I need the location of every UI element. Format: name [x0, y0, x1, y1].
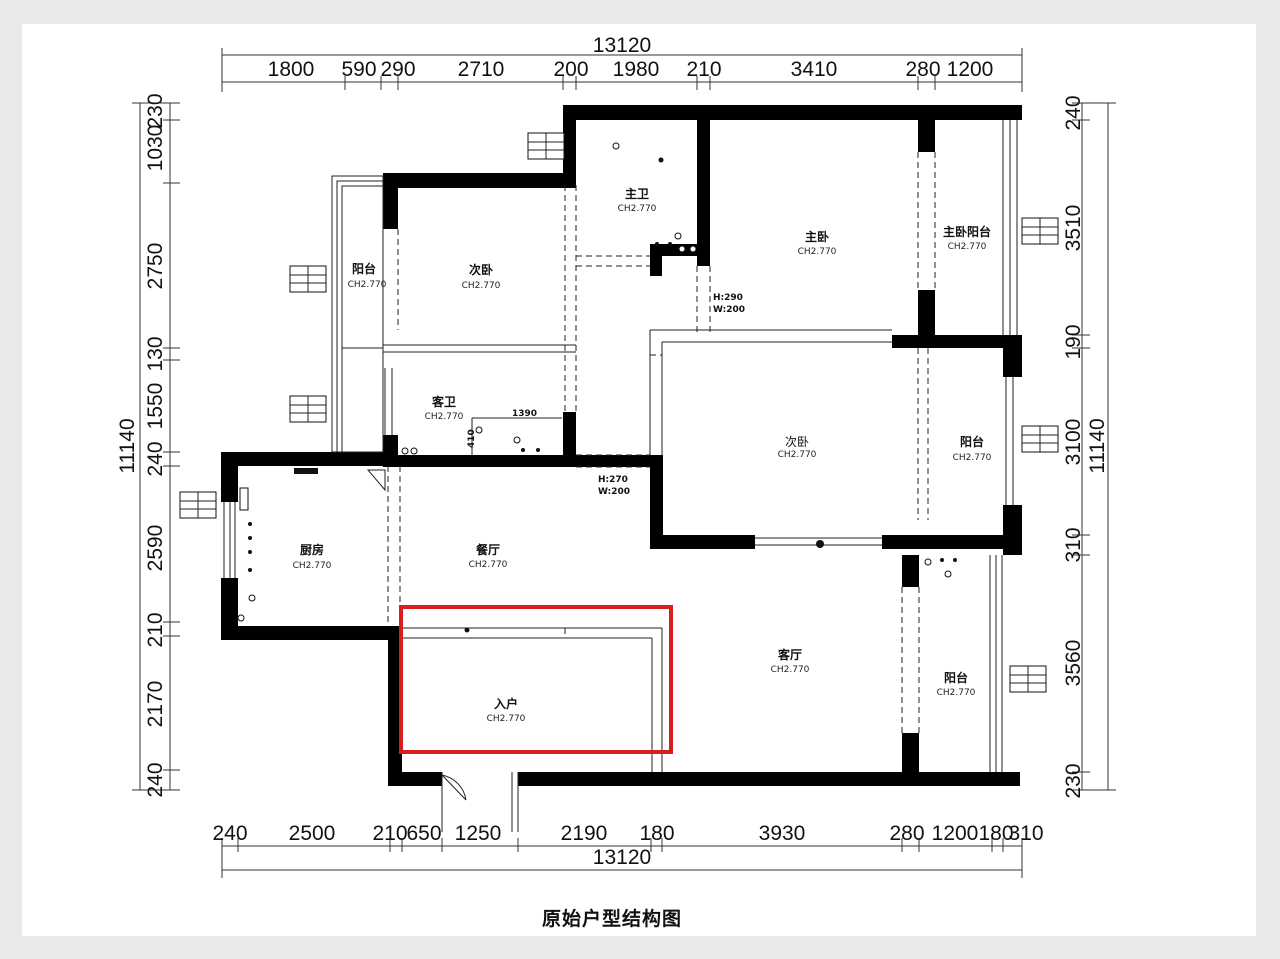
- left-dim-8: 210: [144, 612, 167, 647]
- bottom-dim-4: 650: [406, 822, 441, 845]
- room-second-bed-north-ch: CH2.770: [462, 281, 501, 291]
- bath-width-note: 410: [467, 429, 477, 448]
- top-dim-3: 290: [380, 58, 415, 81]
- room-balcony-east: 阳台: [960, 434, 984, 449]
- room-living-ch: CH2.770: [771, 665, 810, 675]
- bottom-dim-12: 310: [1008, 822, 1043, 845]
- room-entry: 入户: [494, 696, 518, 711]
- room-balcony-southeast: 阳台: [944, 670, 968, 685]
- room-guest-bath-ch: CH2.770: [425, 412, 464, 422]
- right-dim-3: 190: [1062, 324, 1085, 359]
- room-dining-ch: CH2.770: [469, 560, 508, 570]
- opening2-height: H:270: [598, 475, 628, 485]
- bottom-dim-3: 210: [372, 822, 407, 845]
- room-second-bed-center: 次卧: [785, 435, 809, 449]
- left-dim-4: 130: [144, 336, 167, 371]
- top-dim-5: 200: [553, 58, 588, 81]
- room-master-bath-ch: CH2.770: [618, 204, 657, 214]
- opening1-width: W:200: [713, 305, 745, 315]
- bottom-dim-6: 2190: [561, 822, 608, 845]
- room-balcony-west-ch: CH2.770: [348, 280, 387, 290]
- room-second-bed-center-ch: CH2.770: [778, 450, 817, 460]
- bath-length-note: 1390: [512, 409, 537, 419]
- walls: [221, 105, 1022, 786]
- left-dim-5: 1550: [144, 383, 167, 430]
- top-dim-9: 280: [905, 58, 940, 81]
- right-dim-1: 240: [1062, 95, 1085, 130]
- room-master-bed-ch: CH2.770: [798, 247, 837, 257]
- left-dim-9: 2170: [144, 681, 167, 728]
- left-dim-3: 2750: [144, 243, 167, 290]
- room-dining: 餐厅: [476, 542, 500, 557]
- room-master-balcony-ch: CH2.770: [948, 242, 987, 252]
- left-dim-1: 230: [144, 93, 167, 128]
- bottom-dimension-chain: 240 2500 210 650 1250 2190 180 3930 280 …: [212, 822, 1044, 878]
- bottom-dim-11: 180: [978, 822, 1013, 845]
- room-living: 客厅: [777, 647, 802, 662]
- left-dim-2: 1030: [144, 125, 167, 172]
- room-second-bed-north: 次卧: [469, 262, 493, 277]
- entry-highlight-box: [399, 605, 673, 754]
- drawing-title: 原始户型结构图: [542, 907, 682, 930]
- bottom-dim-1: 240: [212, 822, 247, 845]
- thin-lines: [223, 120, 1018, 832]
- room-master-bath: 主卫: [625, 186, 649, 201]
- right-dim-2: 3510: [1062, 205, 1085, 252]
- right-dim-4: 3100: [1062, 419, 1085, 466]
- top-dim-7: 210: [686, 58, 721, 81]
- room-master-balcony: 主卧阳台: [943, 224, 991, 239]
- right-dim-6: 3560: [1062, 640, 1085, 687]
- opening1-height: H:290: [713, 293, 743, 303]
- total-width-top: 13120: [593, 34, 651, 57]
- room-kitchen-ch: CH2.770: [293, 561, 332, 571]
- top-dim-6: 1980: [613, 58, 660, 81]
- right-dim-5: 310: [1062, 527, 1085, 562]
- left-dim-6: 240: [144, 441, 167, 476]
- room-master-bed: 主卧: [805, 229, 829, 244]
- total-height-left: 11140: [116, 418, 139, 473]
- bottom-dim-2: 2500: [289, 822, 336, 845]
- top-dim-10: 1200: [947, 58, 994, 81]
- bottom-dim-5: 1250: [455, 822, 502, 845]
- top-dim-4: 2710: [458, 58, 505, 81]
- top-dim-2: 590: [341, 58, 376, 81]
- room-guest-bath: 客卫: [431, 394, 456, 409]
- opening2-width: W:200: [598, 487, 630, 497]
- total-width-bottom: 13120: [593, 846, 651, 869]
- right-dim-7: 230: [1062, 763, 1085, 798]
- room-balcony-southeast-ch: CH2.770: [937, 688, 976, 698]
- room-labels: 主卫 CH2.770 主卧 CH2.770 主卧阳台 CH2.770 阳台 CH…: [293, 186, 992, 724]
- room-balcony-east-ch: CH2.770: [953, 453, 992, 463]
- top-dim-1: 1800: [268, 58, 315, 81]
- opening-notes: H:290 W:200 H:270 W:200 1390 410: [467, 293, 745, 497]
- bottom-dim-9: 280: [889, 822, 924, 845]
- fixtures: [179, 132, 1059, 693]
- bottom-dim-8: 3930: [759, 822, 806, 845]
- top-dim-8: 3410: [791, 58, 838, 81]
- room-balcony-west: 阳台: [352, 261, 376, 276]
- left-dim-10: 240: [144, 762, 167, 797]
- total-height-right: 11140: [1086, 418, 1109, 473]
- top-dimension-chain: 13120 1800 590 290 2710 200 1980 210 341…: [221, 34, 1023, 92]
- left-dimension-chain: 230 1030 2750 130 1550 240 2590 210 2170…: [116, 93, 180, 798]
- bottom-dim-10: 1200: [932, 822, 979, 845]
- room-entry-ch: CH2.770: [487, 714, 526, 724]
- right-dimension-chain: 240 3510 190 3100 310 3560 230 11140: [1062, 95, 1116, 799]
- room-kitchen: 厨房: [300, 542, 324, 557]
- bottom-dim-7: 180: [639, 822, 674, 845]
- left-dim-7: 2590: [144, 525, 167, 572]
